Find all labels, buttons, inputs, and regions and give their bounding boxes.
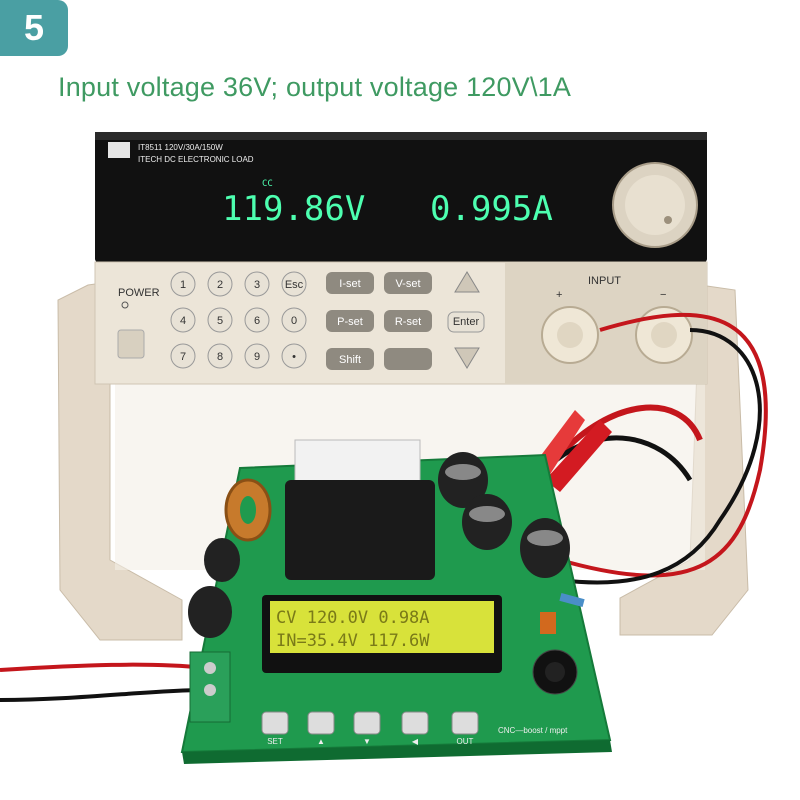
inductor-block [285, 480, 435, 580]
svg-text:5: 5 [217, 315, 223, 327]
svg-text:OUT: OUT [457, 737, 474, 746]
power-button[interactable] [117, 329, 145, 359]
board-silk-label: CNC—boost / mppt [498, 726, 568, 735]
up-button[interactable] [307, 711, 335, 735]
key-9[interactable] [244, 343, 270, 369]
cc-indicator: CC [262, 179, 273, 189]
svg-text:0: 0 [291, 315, 297, 327]
iset-button[interactable] [326, 272, 374, 294]
film-capacitor [540, 612, 556, 634]
key-0[interactable] [281, 307, 307, 333]
brand-label: ITECH DC ELECTRONIC LOAD [138, 155, 254, 164]
svg-text:P-set: P-set [337, 316, 363, 328]
minus-sign: − [660, 289, 666, 301]
svg-text:1: 1 [180, 279, 186, 291]
svg-text:Shift: Shift [339, 354, 361, 366]
itech-logo-icon [108, 142, 130, 158]
shift-button[interactable] [326, 348, 374, 370]
svg-text:▲: ▲ [317, 737, 325, 746]
voltage-display: 119.86V [222, 189, 365, 229]
key-5[interactable] [207, 307, 233, 333]
current-display: 0.995A [430, 189, 553, 229]
svg-text:7: 7 [180, 351, 186, 363]
key-6[interactable] [244, 307, 270, 333]
key-esc[interactable] [281, 271, 307, 297]
key-3[interactable] [244, 271, 270, 297]
svg-text:I-set: I-set [339, 278, 360, 290]
board-buttons: SET ▲ ▼ ◀ OUT [261, 711, 479, 746]
input-label: INPUT [588, 275, 621, 287]
key-1[interactable] [170, 271, 196, 297]
svg-text:6: 6 [254, 315, 260, 327]
power-label: POWER [118, 287, 160, 299]
svg-text:2: 2 [217, 279, 223, 291]
svg-text:V-set: V-set [395, 278, 420, 290]
lcd-line-1: CV 120.0V 0.98A [276, 608, 430, 628]
svg-text:8: 8 [217, 351, 223, 363]
svg-text:3: 3 [254, 279, 260, 291]
up-arrow-icon[interactable] [454, 271, 480, 293]
key-dot[interactable] [281, 343, 307, 369]
svg-text:SET: SET [267, 737, 283, 746]
keypad: 1 2 3 Esc 4 5 6 0 7 8 9 • I-set [170, 271, 485, 370]
rset-button[interactable] [384, 310, 432, 332]
key-4[interactable] [170, 307, 196, 333]
converter-board: CV 120.0V 0.98A IN=35.4V 117.6W SET ▲ ▼ … [180, 439, 612, 764]
capacitor-3 [520, 518, 570, 578]
svg-text:Enter: Enter [453, 316, 480, 328]
electronic-load: IT8511 120V/30A/150W ITECH DC ELECTRONIC… [94, 132, 708, 385]
step-badge: 5 [0, 0, 68, 56]
lcd-line-2: IN=35.4V 117.6W [276, 631, 430, 651]
left-button[interactable] [401, 711, 429, 735]
svg-text:•: • [292, 351, 296, 363]
lcd-screen [270, 601, 494, 653]
load-wires [0, 312, 768, 702]
pset-button[interactable] [326, 310, 374, 332]
enter-button[interactable] [447, 311, 485, 333]
set-button[interactable] [261, 711, 289, 735]
down-arrow-icon[interactable] [454, 347, 480, 369]
resistor [559, 593, 585, 607]
down-button[interactable] [353, 711, 381, 735]
plus-sign: + [556, 289, 562, 301]
out-button[interactable] [451, 711, 479, 735]
svg-text:9: 9 [254, 351, 260, 363]
svg-text:Esc: Esc [285, 279, 304, 291]
svg-text:4: 4 [180, 315, 186, 327]
key-8[interactable] [207, 343, 233, 369]
model-label: IT8511 120V/30A/150W [138, 143, 223, 152]
capacitor-4 [204, 538, 240, 582]
vset-button[interactable] [384, 272, 432, 294]
svg-text:R-set: R-set [395, 316, 421, 328]
key-2[interactable] [207, 271, 233, 297]
key-7[interactable] [170, 343, 196, 369]
svg-text:▼: ▼ [363, 737, 371, 746]
capacitor-5 [188, 586, 232, 638]
caption: Input voltage 36V; output voltage 120V\1… [58, 72, 572, 102]
blank-button[interactable] [384, 348, 432, 370]
svg-text:◀: ◀ [412, 737, 419, 746]
